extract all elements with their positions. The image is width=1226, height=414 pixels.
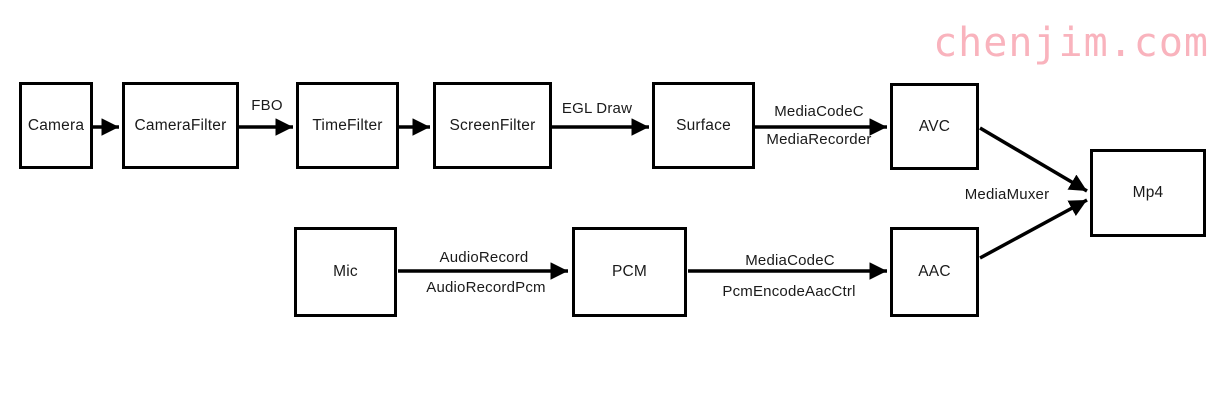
- edge-label-egl-draw: EGL Draw: [561, 100, 633, 117]
- edge-label-audio-record: AudioRecord: [439, 249, 529, 266]
- node-mic: Mic: [294, 227, 397, 317]
- edge-label-fbo: FBO: [251, 97, 283, 114]
- edge-label-audio-record-pcm: AudioRecordPcm: [426, 279, 546, 296]
- edge-label-media-codec-video: MediaCodeC: [774, 103, 864, 120]
- edge-label-pcm-encode-aac-ctrl: PcmEncodeAacCtrl: [722, 283, 856, 300]
- node-camera: Camera: [19, 82, 93, 169]
- edge-label-media-muxer: MediaMuxer: [964, 186, 1050, 203]
- node-mp4: Mp4: [1090, 149, 1206, 237]
- node-time-filter: TimeFilter: [296, 82, 399, 169]
- node-aac: AAC: [890, 227, 979, 317]
- node-avc: AVC: [890, 83, 979, 170]
- node-screen-filter: ScreenFilter: [433, 82, 552, 169]
- watermark-chenjim: chenjim.com: [933, 20, 1209, 66]
- node-pcm: PCM: [572, 227, 687, 317]
- node-surface: Surface: [652, 82, 755, 169]
- edge-label-media-codec-audio: MediaCodeC: [745, 252, 835, 269]
- node-camera-filter: CameraFilter: [122, 82, 239, 169]
- arrow-avc-to-mp4: [979, 126, 1088, 193]
- arrow-aac-to-mp4: [979, 198, 1088, 260]
- edge-label-media-recorder: MediaRecorder: [766, 131, 872, 148]
